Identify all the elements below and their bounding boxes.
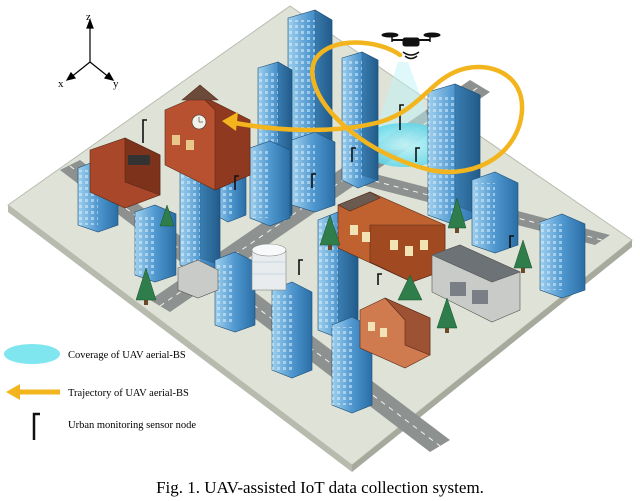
sensor-nodes xyxy=(142,104,514,285)
street-lamp-sensor-icon xyxy=(32,412,40,440)
street-lamp-sensor-icon xyxy=(298,259,303,275)
pine-tree-icon xyxy=(447,197,467,233)
axis-label-x: x xyxy=(58,78,64,90)
legend-trajectory-swatch xyxy=(6,384,60,400)
quadcopter-drone-icon xyxy=(381,32,441,60)
brick-building xyxy=(337,191,446,283)
pine-tree-icon xyxy=(135,267,157,305)
pine-tree-icon xyxy=(159,204,175,227)
street-lamp-sensor-icon xyxy=(399,104,404,130)
legend: Coverage of UAV aerial-BS Trajectory of … xyxy=(4,344,196,440)
tower xyxy=(214,251,256,333)
brick-building xyxy=(359,297,431,369)
street-lamp-sensor-icon xyxy=(351,147,356,162)
street-lamp-sensor-icon xyxy=(377,273,382,285)
axes-indicator xyxy=(65,18,115,81)
legend-trajectory-label: Trajectory of UAV aerial-BS xyxy=(68,388,189,399)
tower xyxy=(271,281,313,379)
tower xyxy=(341,51,379,189)
figure-caption: Fig. 1. UAV-assisted IoT data collection… xyxy=(156,478,484,497)
street-lamp-sensor-icon xyxy=(509,235,514,248)
street-lamp-sensor-icon xyxy=(415,147,420,162)
tower xyxy=(539,213,586,299)
tower xyxy=(427,83,481,226)
brick-building xyxy=(89,137,161,209)
axis-label-y: y xyxy=(113,78,119,90)
street-lamp-sensor-icon xyxy=(234,175,239,190)
uav-trajectory xyxy=(222,40,525,175)
legend-coverage-swatch xyxy=(4,344,60,364)
trees xyxy=(135,197,533,333)
pine-tree-icon xyxy=(436,297,458,333)
legend-coverage-label: Coverage of UAV aerial-BS xyxy=(68,350,186,361)
round-building xyxy=(251,243,287,291)
tower xyxy=(249,140,291,227)
pine-tree-icon xyxy=(319,214,341,250)
street-lamp-sensor-icon xyxy=(311,173,316,188)
axis-label-z: z xyxy=(86,11,91,23)
pine-tree-icon xyxy=(397,274,423,301)
pine-tree-icon xyxy=(513,239,533,273)
tower xyxy=(471,171,519,254)
tower xyxy=(291,131,336,213)
uav-coverage-area xyxy=(360,62,450,167)
legend-sensor-label: Urban monitoring sensor node xyxy=(68,420,196,431)
street-lamp-sensor-icon xyxy=(142,119,147,143)
tower xyxy=(134,204,177,283)
garage-building xyxy=(431,244,521,323)
small-building xyxy=(177,259,219,299)
